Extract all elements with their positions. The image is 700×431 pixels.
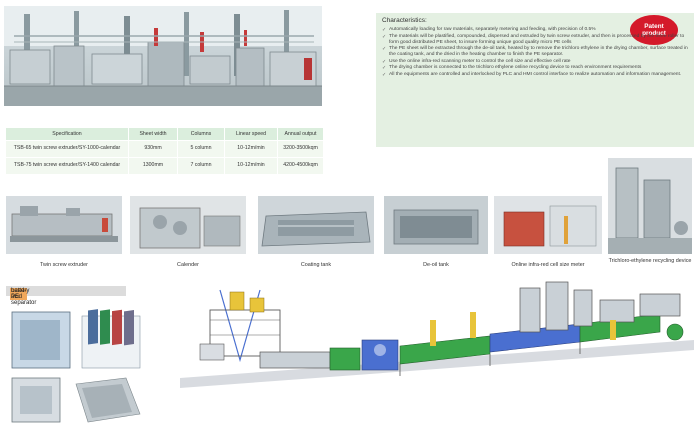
photo-caption: Trichloro-ethylene recycling device [608, 258, 692, 264]
characteristic-item: ✓The drying chamber is connected to the … [382, 65, 642, 72]
characteristic-item: ✓All the equipments are controlled and i… [382, 71, 682, 78]
characteristic-item: ✓The materials will be plastified, compo… [382, 33, 685, 45]
table-cell: 7 column [177, 157, 225, 174]
column-header: Annual output [277, 128, 324, 141]
table-cell: 3200-3500kqm [277, 140, 324, 158]
table-cell: 1300mm [128, 157, 178, 174]
production-line-illustration [180, 280, 694, 426]
lead-acid-rest: battery PE separator [11, 288, 37, 306]
bullet-icon: ✓ [382, 27, 387, 33]
photo-caption: Online infra-red cell size meter [511, 262, 585, 268]
characteristic-item: ✓Use the online infra-red scanning meter… [382, 58, 571, 65]
photo-caption: De-oil tank [423, 262, 449, 268]
badge-line-2: product [642, 30, 666, 37]
column-header: Sheet width [128, 128, 178, 141]
photo-caption: Calender [177, 262, 199, 268]
separator-samples [6, 374, 146, 426]
table-cell: TSB-65 twin screw extruder/SY-1000-calen… [6, 140, 129, 158]
recycling-device-photo [608, 158, 692, 254]
characteristic-item: ✓The PE sheet will be extracted through … [382, 46, 688, 58]
bullet-icon: ✓ [382, 71, 387, 78]
characteristics-title: Characteristics: [382, 17, 427, 24]
table-cell: 10-12m/min [224, 157, 278, 174]
lead-acid-highlight: Lead-acid [10, 288, 28, 300]
bullet-icon: ✓ [382, 58, 387, 65]
twin-screw-extruder-photo [6, 196, 122, 254]
coating-tank-photo [258, 196, 374, 254]
characteristic-item: ✓Automatically loading for raw materials… [382, 27, 596, 33]
factory-line-photo [4, 6, 322, 106]
column-header: Specification [6, 128, 129, 141]
photo-caption: Coating tank [300, 262, 332, 268]
bullet-icon: ✓ [382, 65, 387, 72]
table-row: TSB-75 twin screw extruder/SY-1400 calen… [6, 157, 324, 174]
bullet-icon: ✓ [382, 46, 387, 53]
badge-line-1: Patent [644, 23, 664, 30]
de-oil-tank-photo [384, 196, 488, 254]
photo-caption: Twin screw extruder [40, 262, 88, 268]
table-row: TSB-65 twin screw extruder/SY-1000-calen… [6, 140, 324, 158]
calender-photo [130, 196, 246, 254]
bullet-icon: ✓ [382, 33, 387, 40]
table-cell: 4200-4500kqm [277, 157, 324, 174]
table-cell: 10-12m/min [224, 140, 278, 158]
lead-acid-label: Lead-acid battery PE separator [6, 286, 126, 306]
specification-table: Specification Sheet width Columns Linear… [6, 128, 324, 174]
infrared-meter-photo [494, 196, 602, 254]
separator-diagram [6, 306, 156, 376]
patent-product-badge: Patent product [630, 15, 678, 45]
table-cell: 5 column [177, 140, 225, 158]
table-cell: TSB-75 twin screw extruder/SY-1400 calen… [6, 157, 129, 174]
table-header-row: Specification Sheet width Columns Linear… [6, 128, 324, 141]
column-header: Linear speed [224, 128, 278, 141]
table-cell: 930mm [128, 140, 178, 158]
column-header: Columns [177, 128, 225, 141]
characteristics-list: ✓Automatically loading for raw materials… [382, 27, 690, 79]
characteristics-panel: Characteristics: Patent product ✓Automat… [376, 13, 694, 147]
